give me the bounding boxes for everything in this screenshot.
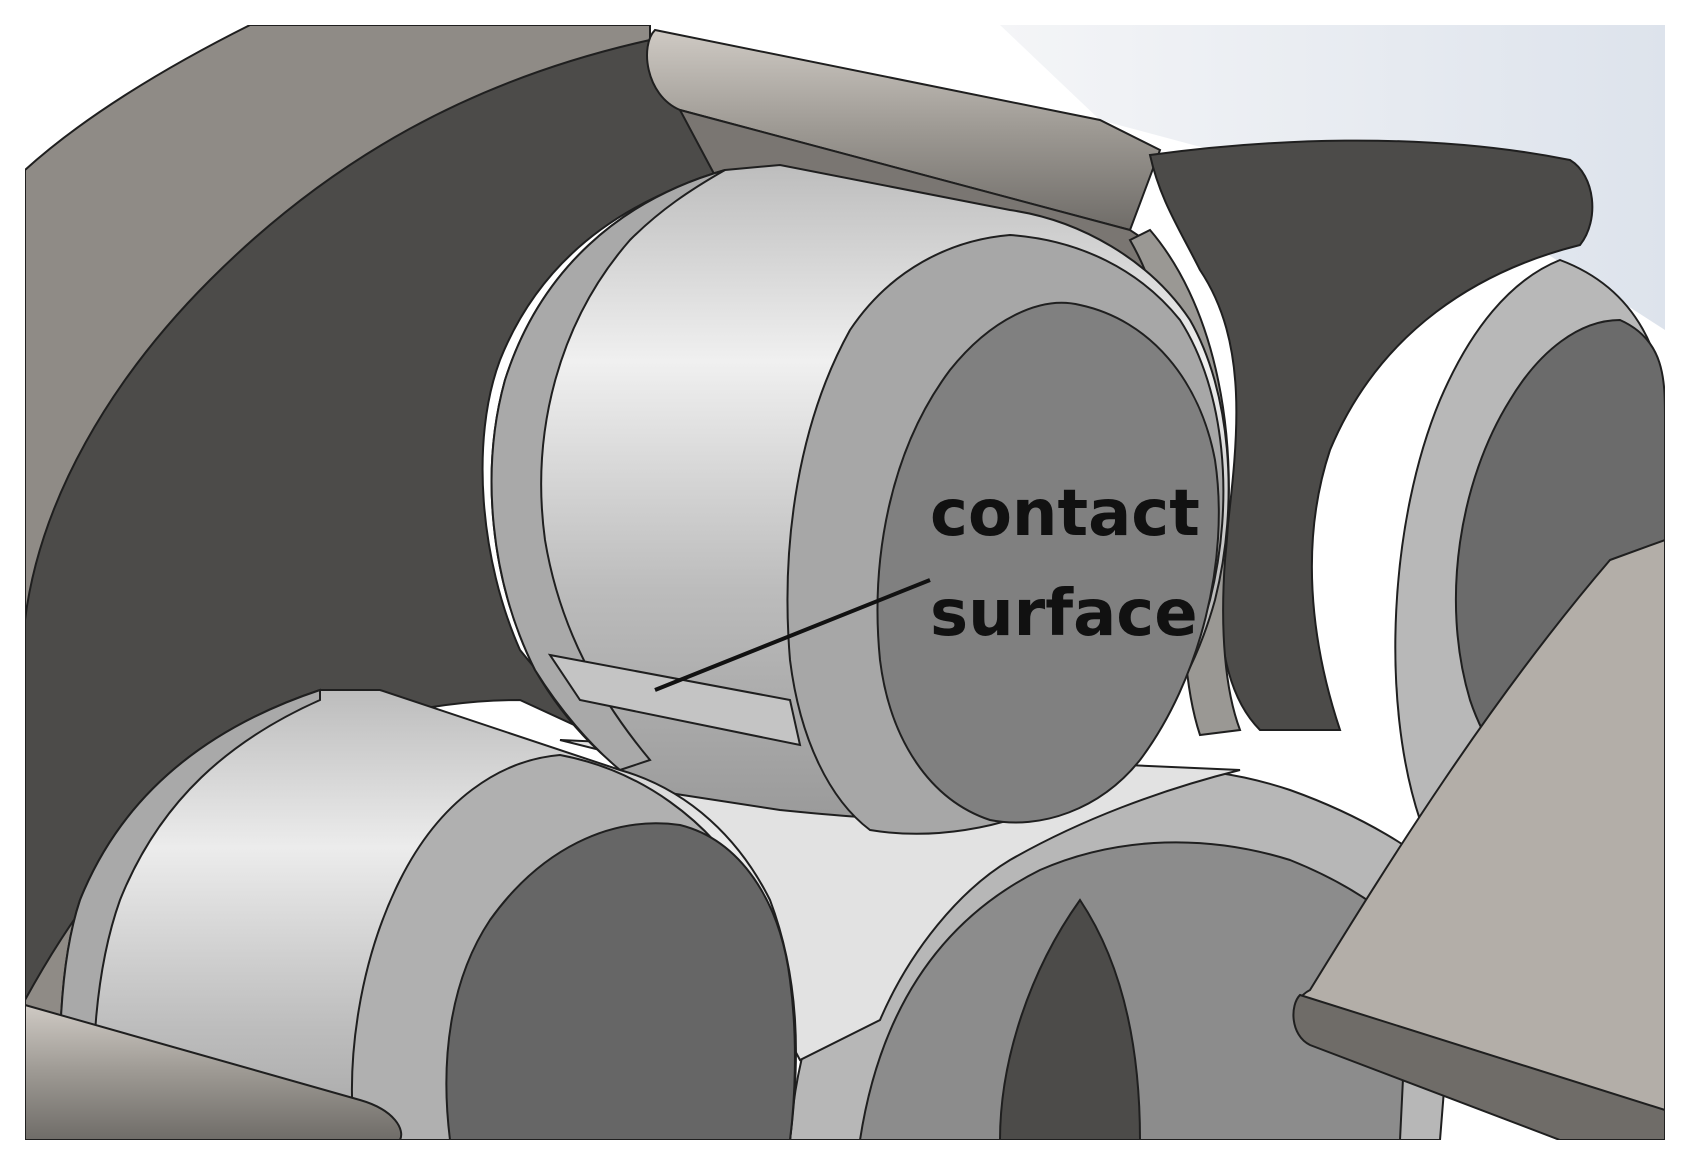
roller-lower-end-face: [445, 822, 796, 1141]
contact-surface-strip: [547, 653, 802, 747]
callout-label-line2: surface: [930, 577, 1198, 651]
cage-bar-bottom-left: [24, 1003, 403, 1141]
callout-label-line1: contact: [930, 477, 1200, 551]
cage-bar-top: [646, 28, 1162, 232]
raceway-strip: [559, 739, 1241, 1062]
inner-ring-bore: [858, 841, 1412, 1141]
roller-main-end-face: [876, 301, 1220, 824]
cage-web-right: [1148, 139, 1594, 731]
callout-leader-line: [654, 578, 931, 692]
